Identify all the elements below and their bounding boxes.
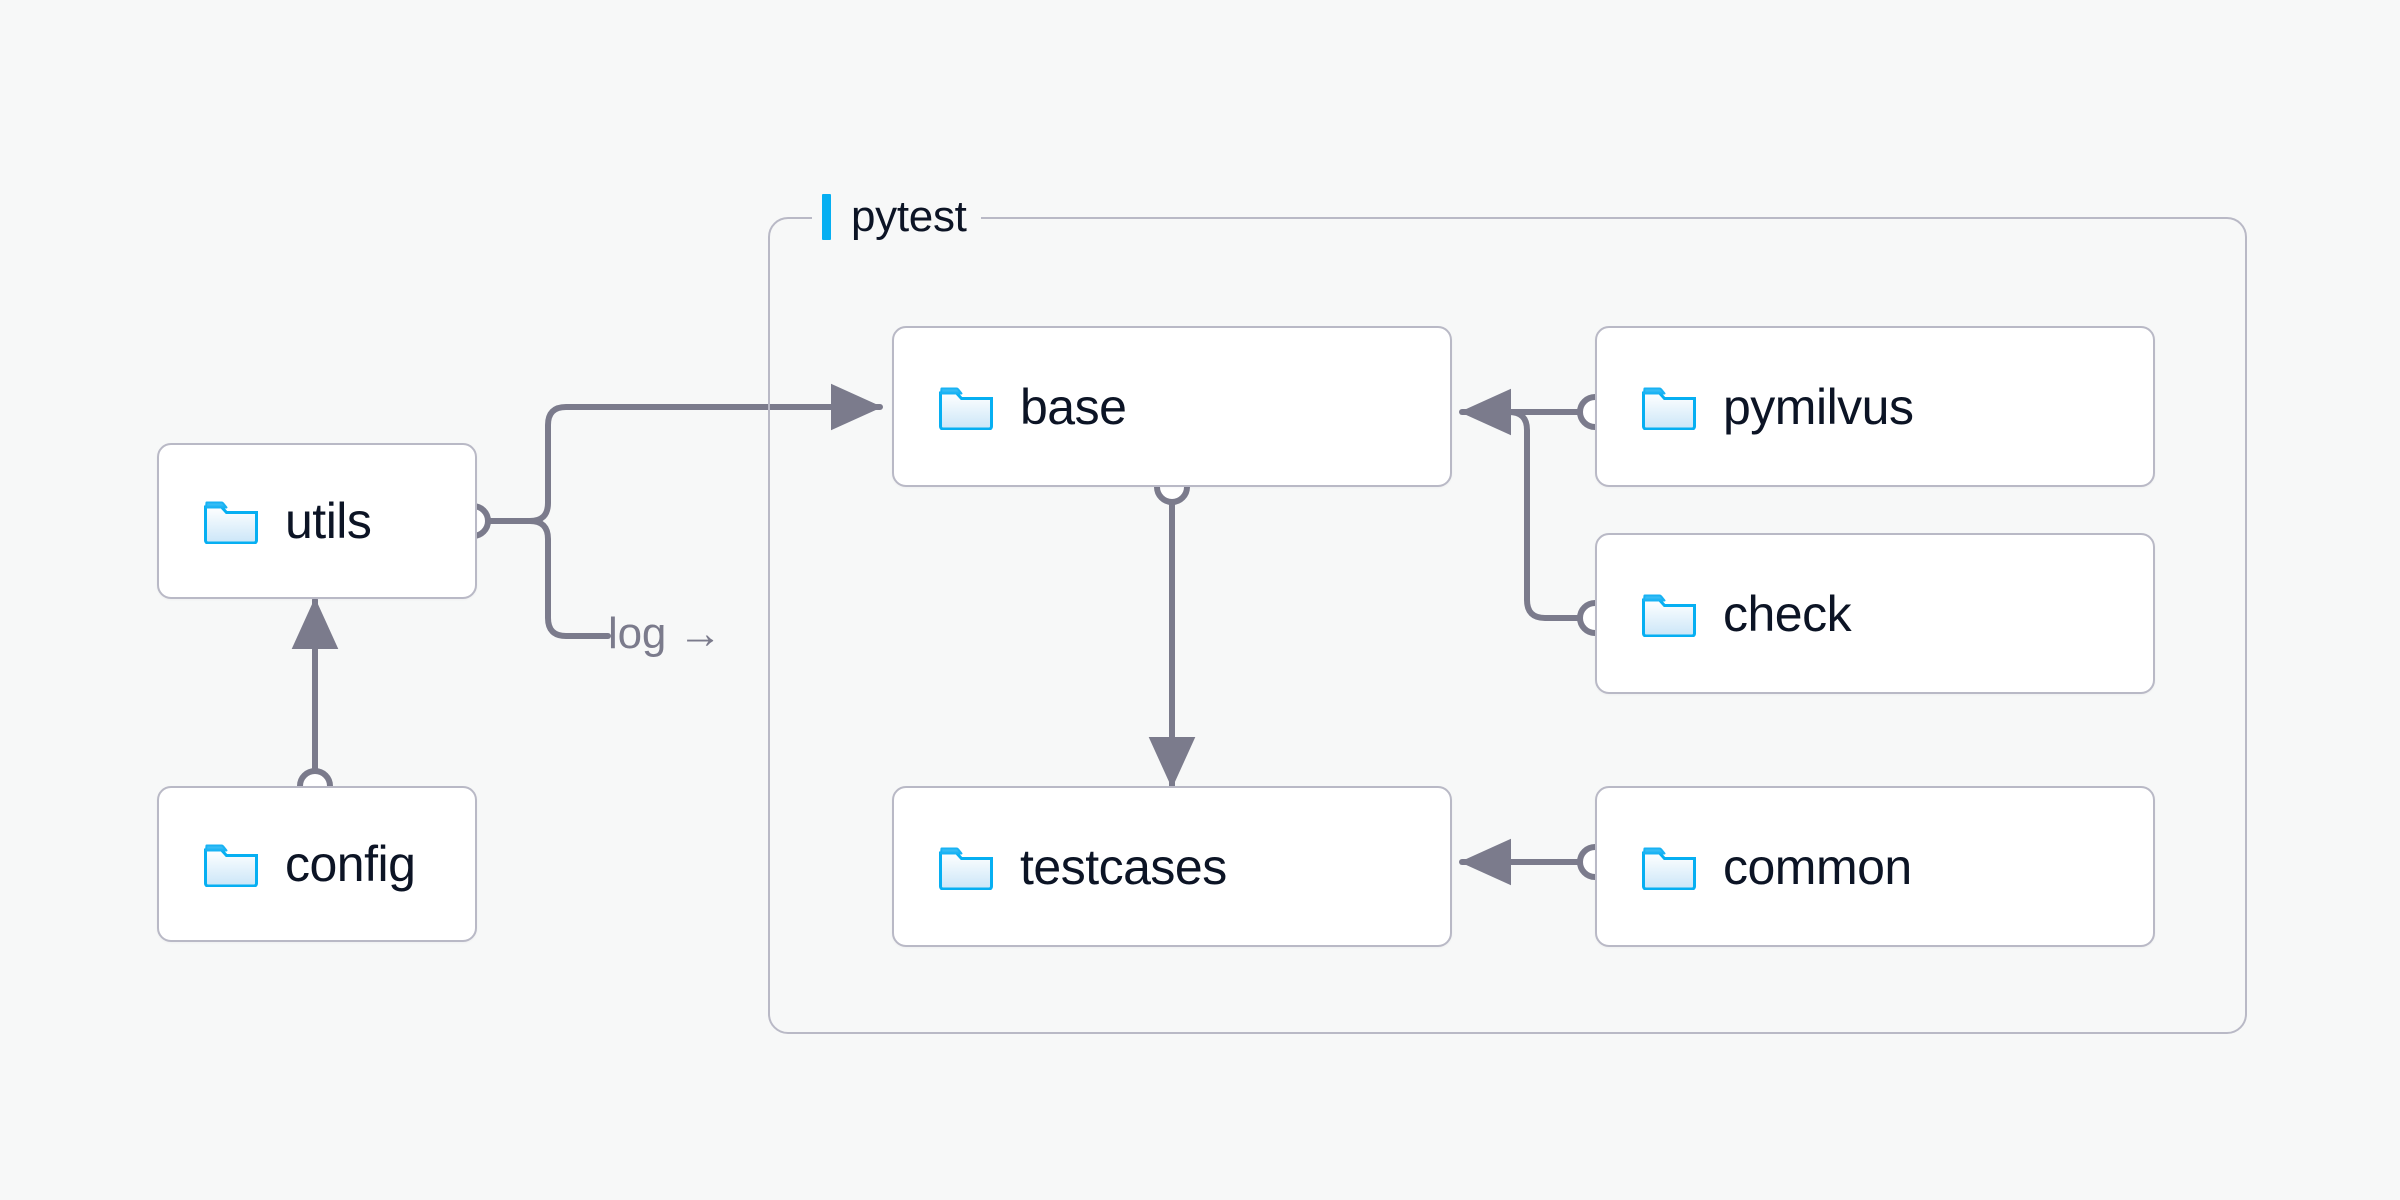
edge-utils-to-base [527, 383, 883, 524]
node-label-check: check [1723, 585, 1852, 642]
folder-icon [1642, 847, 1696, 890]
pytest-group-label: pytest [812, 189, 981, 245]
node-common[interactable]: common [1595, 786, 2155, 947]
node-label-utils: utils [285, 493, 372, 549]
edge-check-trunk [1506, 409, 1581, 621]
node-label-testcases: testcases [1020, 838, 1227, 895]
folder-icon [939, 847, 993, 890]
pytest-group-label-text: pytest [851, 192, 967, 241]
node-base[interactable]: base [892, 326, 1452, 487]
node-config[interactable]: config [157, 786, 477, 942]
folder-icon [1642, 387, 1696, 430]
accent-bar-icon [822, 194, 831, 240]
node-pymilvus[interactable]: pymilvus [1595, 326, 2155, 487]
edge-label-log: log → [608, 609, 722, 658]
edge-utils-to-log [527, 518, 611, 639]
node-testcases[interactable]: testcases [892, 786, 1452, 947]
folder-icon [204, 501, 258, 544]
folder-icon [204, 844, 258, 887]
folder-icon [939, 387, 993, 430]
node-label-config: config [285, 836, 416, 892]
node-check[interactable]: check [1595, 533, 2155, 694]
node-label-base: base [1020, 378, 1127, 435]
node-label-common: common [1723, 838, 1912, 895]
folder-icon [1642, 594, 1696, 637]
node-utils[interactable]: utils [157, 443, 477, 599]
node-label-pymilvus: pymilvus [1723, 378, 1914, 435]
